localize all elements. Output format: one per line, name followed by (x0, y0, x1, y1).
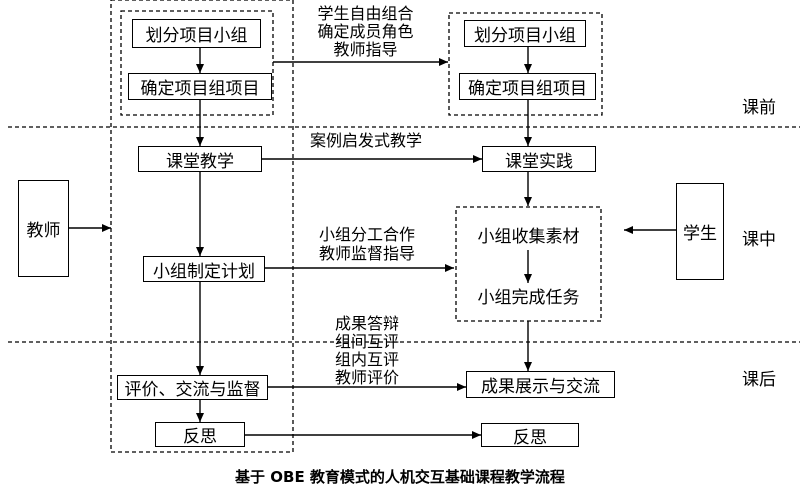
student-box: 学生 (676, 183, 724, 280)
right-divide-box: 划分项目小组 (464, 20, 586, 47)
left-pre-group (120, 10, 274, 116)
eval-arrow-label-3: 组内互评 (334, 350, 399, 369)
case-arrow-label: 案例启发式教学 (309, 131, 422, 150)
left-evaluate-box: 评价、交流与监督 (117, 375, 268, 400)
right-confirm-box: 确定项目组项目 (459, 73, 596, 100)
pre-arrow-label-3: 教师指导 (333, 40, 398, 59)
left-reflect-box: 反思 (155, 422, 245, 447)
plan-arrow-label-1: 小组分工合作 (318, 225, 415, 244)
right-reflect-box: 反思 (481, 423, 579, 448)
right-showcase-box: 成果展示与交流 (466, 371, 615, 398)
eval-arrow-label-1: 成果答辩 (334, 314, 399, 333)
left-teaching-box: 课堂教学 (138, 146, 262, 172)
figure-caption: 基于 OBE 教育模式的人机交互基础课程教学流程 (235, 468, 565, 486)
right-complete-label: 小组完成任务 (477, 288, 580, 308)
pre-arrow-label-1: 学生自由组合 (317, 4, 414, 23)
teacher-box: 教师 (18, 180, 69, 277)
right-collect-label: 小组收集素材 (477, 227, 580, 247)
left-plan-box: 小组制定计划 (143, 256, 265, 282)
eval-arrow-label-4: 教师评价 (334, 368, 399, 387)
pre-arrow-label-2: 确定成员角色 (317, 22, 414, 41)
phase-label-pre: 课前 (742, 98, 776, 118)
phase-label-post: 课后 (742, 370, 776, 390)
phase-label-in: 课中 (742, 230, 776, 250)
plan-arrow-label-2: 教师监督指导 (318, 244, 415, 263)
right-practice-box: 课堂实践 (482, 146, 596, 172)
right-pre-group (448, 12, 603, 116)
eval-arrow-label-2: 组间互评 (334, 332, 399, 351)
left-divide-box: 划分项目小组 (132, 19, 261, 48)
left-confirm-box: 确定项目组项目 (128, 73, 272, 100)
teacher-column-group (110, 0, 294, 453)
